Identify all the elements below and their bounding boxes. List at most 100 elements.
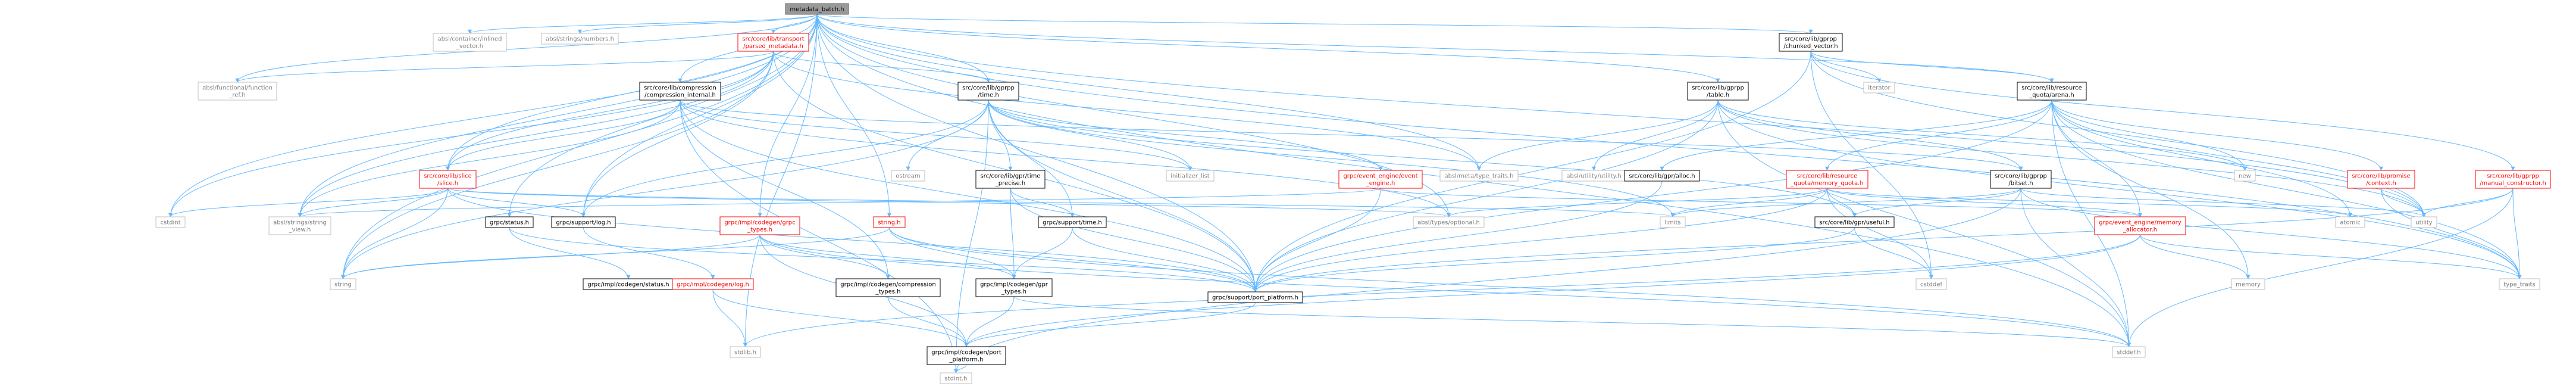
edge-root-to-type_traits_meta (816, 14, 1481, 171)
node-box (1624, 170, 1700, 182)
edge-gprpp_time-to-limits (988, 99, 1675, 217)
node-box (1413, 216, 1485, 228)
edge-promise_context-to-type_traits (2381, 188, 2522, 279)
node-label: src/core/lib/resource (2021, 85, 2082, 92)
node-compression-types[interactable]: grpc/impl/codegen/compression_types.h (835, 278, 941, 297)
edge-root-to-numbers (578, 14, 818, 34)
edge-compression_types-to-port_platform_impl (888, 296, 969, 347)
node-label: grpc/support/time.h (1043, 220, 1102, 226)
edge-memory_allocator-to-type_traits (2140, 234, 2522, 279)
edge-chunked_vector-to-cstddef (1810, 51, 1933, 279)
node-grpc-status[interactable]: grpc/status.h (485, 216, 534, 228)
node-box (1439, 170, 1519, 182)
node-box (1660, 216, 1686, 228)
node-box (1786, 170, 1868, 189)
edge-gprpp_time-to-stdint (954, 99, 989, 373)
edge-port_platform_impl-to-stdint (954, 364, 967, 373)
edge-compression_internal-to-bitset (680, 99, 2023, 171)
edge-time_precise-to-port_platform_support (1010, 188, 1257, 292)
node-new: new (2234, 170, 2256, 182)
edge-slice-to-string_view (298, 188, 448, 217)
node-box (835, 278, 941, 297)
node-box (155, 216, 186, 228)
edge-resource_quota_arena-to-memory_quota (1825, 99, 2052, 171)
edge-parsed_metadata-to-function_ref (235, 51, 774, 83)
node-gpr-alloc[interactable]: src/core/lib/gpr/alloc.h (1624, 170, 1700, 182)
node-label: _platform.h (949, 357, 983, 363)
node-stddef: stddef.h (2112, 346, 2146, 358)
edge-port_platform_support-to-port_platform_impl (964, 302, 1256, 347)
node-memory-allocator[interactable]: grpc/event_engine/memory_allocator.h (2094, 216, 2186, 235)
node-label: string (334, 282, 352, 288)
edge-bitset-to-stddef (2020, 188, 2131, 347)
node-time-precise[interactable]: src/core/lib/gpr/time_precise.h (975, 170, 1046, 189)
node-box (1207, 291, 1303, 303)
node-atomic: atomic (2335, 216, 2365, 228)
node-box (1863, 82, 1895, 94)
node-event-engine[interactable]: grpc/event_engine/event_engine.h (1338, 170, 1423, 189)
edge-gpr_types-to-stddef (1013, 296, 2131, 347)
node-promise-context[interactable]: src/core/lib/promise/context.h (2347, 170, 2415, 189)
edge-root-to-gprpp_time (816, 14, 991, 83)
node-impl-log[interactable]: grpc/impl/codegen/log.h (672, 278, 754, 290)
node-gprpp-table[interactable]: src/core/lib/gprpp/table.h (1687, 82, 1749, 101)
edge-root-to-resource_quota_arena (816, 14, 2054, 83)
node-parsed-metadata[interactable]: src/core/lib/transport/parsed_metadata.h (737, 33, 809, 52)
node-label: src/core/lib/gprpp (1995, 173, 2047, 180)
node-gpr-useful[interactable]: src/core/lib/gpr/useful.h (1814, 216, 1895, 228)
node-label: absl/container/inlined (437, 36, 502, 43)
node-support-log[interactable]: grpc/support/log.h (551, 216, 616, 228)
node-label: src/core/lib/gprpp (1692, 85, 1744, 92)
edge-manual_constructor-to-port_platform_support (1253, 188, 2514, 292)
node-box (2234, 170, 2256, 182)
node-box (785, 3, 849, 15)
node-port-platform-impl[interactable]: grpc/impl/codegen/port_platform.h (927, 346, 1006, 365)
edge-memory_quota-to-cstddef (1827, 188, 1933, 279)
node-chunked-vector[interactable]: src/core/lib/gprpp/chunked_vector.h (1779, 33, 1843, 52)
node-memory-quota[interactable]: src/core/lib/resource_quota/memory_quota… (1786, 170, 1868, 189)
edge-memory_quota-to-port_platform_support (1253, 188, 1827, 292)
edge-resource_quota_arena-to-gpr_alloc (1660, 99, 2052, 171)
node-label: utility (2415, 220, 2433, 226)
node-manual-constructor[interactable]: src/core/lib/gprpp/manual_constructor.h (2475, 170, 2551, 189)
edge-gprpp_time-to-initializer_list (988, 99, 1192, 171)
node-label: stddef.h (2117, 350, 2140, 356)
node-label: _vector.h (456, 43, 483, 50)
node-bitset[interactable]: src/core/lib/gprpp/bitset.h (1990, 170, 2052, 189)
node-box (2475, 170, 2551, 189)
node-port-platform-support[interactable]: grpc/support/port_platform.h (1207, 291, 1303, 303)
node-box (957, 82, 1019, 101)
node-impl-status[interactable]: grpc/impl/codegen/status.h (583, 278, 674, 290)
edge-compression_internal-to-string_view (298, 99, 681, 217)
node-box (927, 346, 1006, 365)
node-string-h[interactable]: string.h (873, 216, 906, 228)
node-label: _types.h (875, 289, 900, 295)
node-box (2499, 278, 2540, 290)
edge-root-to-grpc_status (507, 14, 818, 217)
edge-memory_quota-to-memory_allocator (1827, 188, 2142, 217)
node-codegen-grpc-types[interactable]: grpc/impl/codegen/grpc_types.h (719, 216, 800, 235)
node-root[interactable]: metadata_batch.h (785, 3, 849, 15)
node-gpr-types[interactable]: grpc/impl/codegen/gpr_types.h (975, 278, 1053, 297)
edge-compression_internal-to-initializer_list (680, 99, 1192, 171)
edge-root-to-utility (816, 14, 2426, 217)
edge-gprpp_table-to-utility_absl (1592, 99, 1719, 171)
node-support-time[interactable]: grpc/support/time.h (1038, 216, 1107, 228)
node-label: src/core/lib/gprpp (962, 85, 1015, 92)
node-resource-quota-arena[interactable]: src/core/lib/resource_quota/arena.h (2017, 82, 2087, 101)
node-gprpp-time[interactable]: src/core/lib/gprpp/time.h (957, 82, 1019, 101)
node-stdlib: stdlib.h (730, 346, 761, 358)
node-box (2112, 346, 2146, 358)
node-label: absl/meta/type_traits.h (1444, 173, 1513, 180)
node-label: string.h (878, 220, 900, 226)
edge-parsed_metadata-to-type_traits_meta (773, 51, 1481, 171)
node-label: _ref.h (229, 92, 245, 99)
edge-bitset-to-type_traits (2020, 188, 2522, 279)
node-compression-internal[interactable]: src/core/lib/compression/compression_int… (639, 82, 721, 101)
dependency-edges (168, 14, 2522, 373)
edge-resource_quota_arena-to-type_traits (2051, 99, 2522, 279)
node-optional: absl/types/optional.h (1413, 216, 1485, 228)
node-utility-absl: absl/utility/utility.h (1561, 170, 1626, 182)
node-memory: memory (2231, 278, 2265, 290)
node-slice[interactable]: src/core/lib/slice/slice.h (419, 170, 477, 189)
